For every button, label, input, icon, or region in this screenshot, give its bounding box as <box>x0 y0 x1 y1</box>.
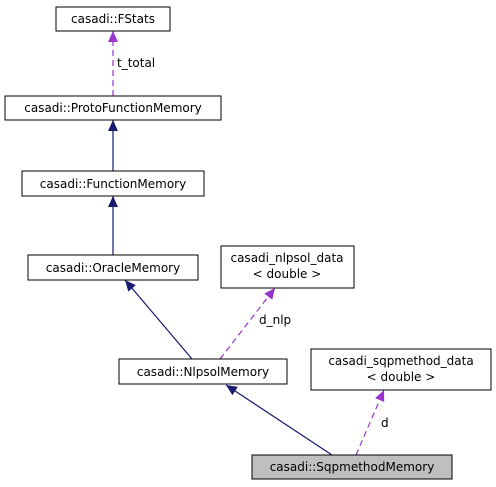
node-sqpmethod-data-label-1: casadi_sqpmethod_data <box>328 354 473 368</box>
node-nlpsol-memory-label: casadi::NlpsolMemory <box>137 365 269 379</box>
node-nlpsol-data-label-2: < double > <box>253 267 322 281</box>
node-fstats-label: casadi::FStats <box>71 12 155 26</box>
node-oracle-memory[interactable]: casadi::OracleMemory <box>27 254 199 281</box>
node-sqpmethod-memory-label: casadi::SqpmethodMemory <box>270 460 435 474</box>
edge-label-d-nlp: d_nlp <box>259 313 291 327</box>
edge-label-t-total: t_total <box>117 56 155 70</box>
node-nlpsol-data[interactable]: casadi_nlpsol_data < double > <box>220 245 355 289</box>
edge-nlpsol-to-oracle <box>124 279 193 360</box>
node-fstats[interactable]: casadi::FStats <box>55 6 171 32</box>
node-sqpmethod-data-label-2: < double > <box>367 370 436 384</box>
edge-d <box>355 389 385 456</box>
node-oracle-memory-label: casadi::OracleMemory <box>46 261 180 275</box>
node-nlpsol-memory[interactable]: casadi::NlpsolMemory <box>118 358 288 385</box>
edge-d-nlp <box>219 287 276 360</box>
edge-label-d: d <box>381 416 389 430</box>
node-sqpmethod-data[interactable]: casadi_sqpmethod_data < double > <box>310 348 492 391</box>
node-sqpmethod-memory[interactable]: casadi::SqpmethodMemory <box>251 454 453 480</box>
node-proto-function-memory-label: casadi::ProtoFunctionMemory <box>24 101 202 115</box>
edges <box>108 31 385 456</box>
node-nlpsol-data-label-1: casadi_nlpsol_data <box>230 251 343 265</box>
edge-sqp-to-nlpsol <box>225 384 333 456</box>
node-proto-function-memory[interactable]: casadi::ProtoFunctionMemory <box>4 95 222 121</box>
node-function-memory[interactable]: casadi::FunctionMemory <box>21 170 205 197</box>
node-function-memory-label: casadi::FunctionMemory <box>40 177 186 191</box>
